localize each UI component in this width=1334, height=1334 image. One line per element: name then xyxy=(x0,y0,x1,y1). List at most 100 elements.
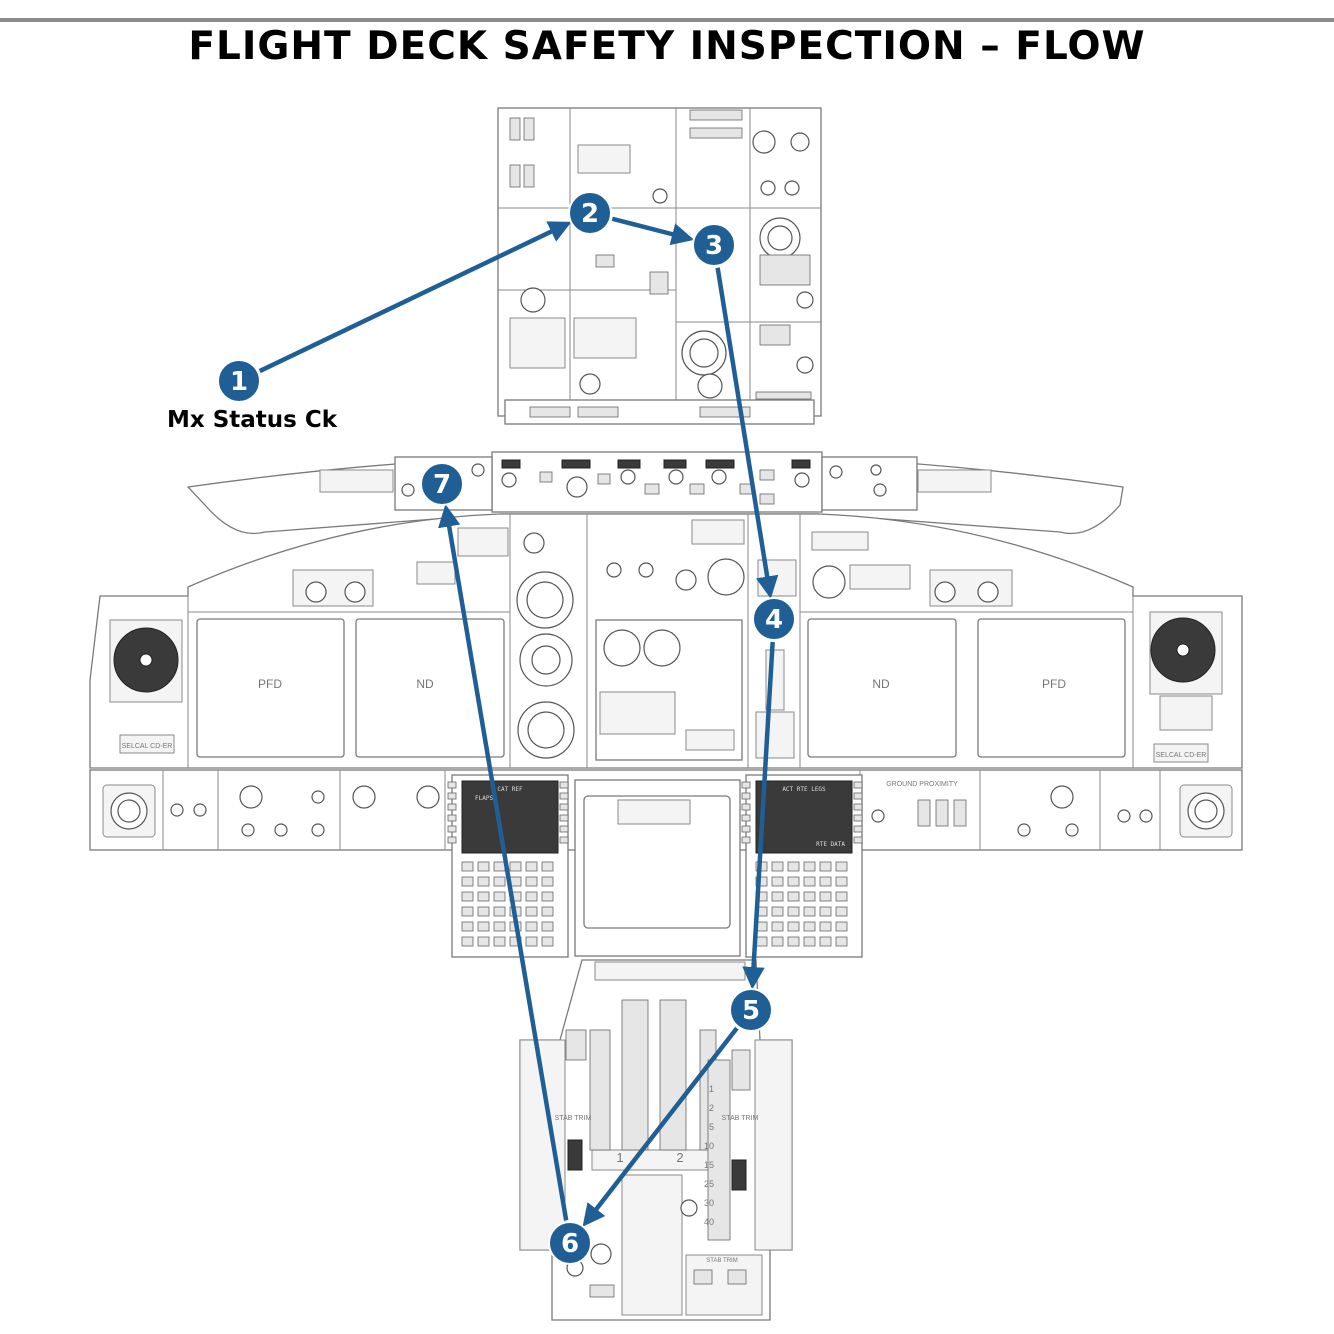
cdu-line-select-key xyxy=(853,781,863,789)
pfd-left-label: PFD xyxy=(258,677,282,691)
flow-arrow-6-to-7 xyxy=(438,504,569,1221)
overhead-panel xyxy=(497,107,822,425)
cdu-key xyxy=(525,876,538,887)
flow-step-7: 7 xyxy=(420,462,464,506)
selcal-left-label: SELCAL CD-ER xyxy=(122,743,173,750)
cdu-key xyxy=(525,861,538,872)
flow-step-7-number: 7 xyxy=(433,470,451,500)
nd-right-display xyxy=(807,618,957,758)
cdu-key xyxy=(541,861,554,872)
trim-scale-tick: 1 xyxy=(709,1084,714,1094)
cdu-line-select-key xyxy=(853,825,863,833)
cdu-key xyxy=(819,921,832,932)
throttle-2-label: 2 xyxy=(676,1150,683,1165)
step-1-caption: Mx Status Ck xyxy=(167,407,338,433)
flow-arrow-4-to-5 xyxy=(742,641,775,990)
selcal-right-label: SELCAL CD-ER xyxy=(1156,752,1207,759)
cdu-line-select-key xyxy=(741,836,751,844)
cdu-line-select-key xyxy=(741,825,751,833)
trim-scale-tick: 5 xyxy=(709,1122,714,1132)
cdu-key xyxy=(835,861,848,872)
cdu-key xyxy=(771,891,784,902)
page-title: FLIGHT DECK SAFETY INSPECTION – FLOW xyxy=(188,24,1145,69)
flow-step-3: 3 xyxy=(692,223,736,267)
cdu-key xyxy=(493,936,506,947)
cdu-key xyxy=(835,906,848,917)
flow-arrow-2-to-3 xyxy=(611,216,695,246)
cdu-line-select-key xyxy=(741,781,751,789)
cdu-key xyxy=(771,861,784,872)
cdu-key xyxy=(477,921,490,932)
stab-trim-bottom-label: STAB TRIM xyxy=(706,1258,737,1264)
cdu-right-keypad xyxy=(741,781,863,947)
cdu-line-select-key xyxy=(559,781,569,789)
cdu-line-select-key xyxy=(447,792,457,800)
lower-panel: GROUND PROXIMITY CAT REF FLAPS ACT RTE L… xyxy=(89,769,1243,958)
cdu-key xyxy=(819,936,832,947)
flow-arrows xyxy=(258,216,779,1227)
cdu-key xyxy=(477,876,490,887)
cdu-key xyxy=(493,891,506,902)
cdu-key xyxy=(835,936,848,947)
pfd-right-display xyxy=(977,618,1126,758)
cdu-line-select-key xyxy=(853,803,863,811)
cdu-key xyxy=(541,891,554,902)
cdu-key xyxy=(755,876,768,887)
cdu-key xyxy=(803,921,816,932)
trim-scale-tick: 15 xyxy=(704,1160,714,1170)
nd-left-display xyxy=(355,618,505,758)
cdu-key xyxy=(477,936,490,947)
ground-proximity-label: GROUND PROXIMITY xyxy=(886,781,958,788)
cdu-key xyxy=(819,861,832,872)
cdu-key xyxy=(803,891,816,902)
cdu-key xyxy=(461,861,474,872)
flow-step-1-number: 1 xyxy=(230,367,248,397)
cdu-line-select-key xyxy=(853,792,863,800)
flow-step-3-circle xyxy=(692,223,736,267)
trim-scale-tick: 2 xyxy=(709,1103,714,1113)
cdu-key xyxy=(755,936,768,947)
cdu-key xyxy=(477,891,490,902)
cdu-line-select-key xyxy=(447,825,457,833)
trim-scale-tick: 10 xyxy=(704,1141,714,1151)
cdu-key xyxy=(787,936,800,947)
cdu-line-select-key xyxy=(741,814,751,822)
cdu-left-line1: CAT REF xyxy=(497,786,523,793)
main-instrument-panel: SELCAL CD-ER SELCAL CD-ER PFD ND ND PFD xyxy=(89,513,1243,769)
cdu-key xyxy=(493,921,506,932)
cdu-line-select-key xyxy=(559,836,569,844)
cdu-key xyxy=(493,861,506,872)
cdu-line-select-key xyxy=(741,803,751,811)
cdu-right-line2: RTE DATA xyxy=(816,841,845,848)
flow-step-4-number: 4 xyxy=(765,605,783,635)
cdu-key xyxy=(477,861,490,872)
cdu-key xyxy=(787,921,800,932)
stab-trim-left-label: STAB TRIM xyxy=(555,1115,592,1122)
cdu-key xyxy=(835,876,848,887)
flow-arrow-5-to-6 xyxy=(582,1026,739,1227)
throttle-quadrant: 1 2 STAB TRIM STAB TRIM STAB TRIM 125101… xyxy=(519,959,793,1321)
nd-right-label: ND xyxy=(872,677,890,691)
flow-step-4: 4 xyxy=(752,597,796,641)
cdu-key xyxy=(787,861,800,872)
cdu-key xyxy=(541,876,554,887)
flow-step-2-circle xyxy=(568,191,612,235)
cdu-key xyxy=(477,906,490,917)
flow-step-2-number: 2 xyxy=(581,199,599,229)
cdu-line-select-key xyxy=(853,814,863,822)
flow-step-5-number: 5 xyxy=(742,996,760,1026)
cdu-line-select-key xyxy=(447,781,457,789)
cdu-key xyxy=(461,906,474,917)
cdu-key xyxy=(525,891,538,902)
cdu-key xyxy=(803,861,816,872)
cdu-key xyxy=(771,936,784,947)
cdu-key xyxy=(493,876,506,887)
flow-arrow-1-to-2 xyxy=(258,221,572,374)
trim-scale-tick: 25 xyxy=(704,1179,714,1189)
cdu-left-line2: FLAPS xyxy=(475,795,493,802)
cdu-key xyxy=(525,921,538,932)
cdu-line-select-key xyxy=(559,803,569,811)
cdu-key xyxy=(461,936,474,947)
cdu-key xyxy=(461,876,474,887)
